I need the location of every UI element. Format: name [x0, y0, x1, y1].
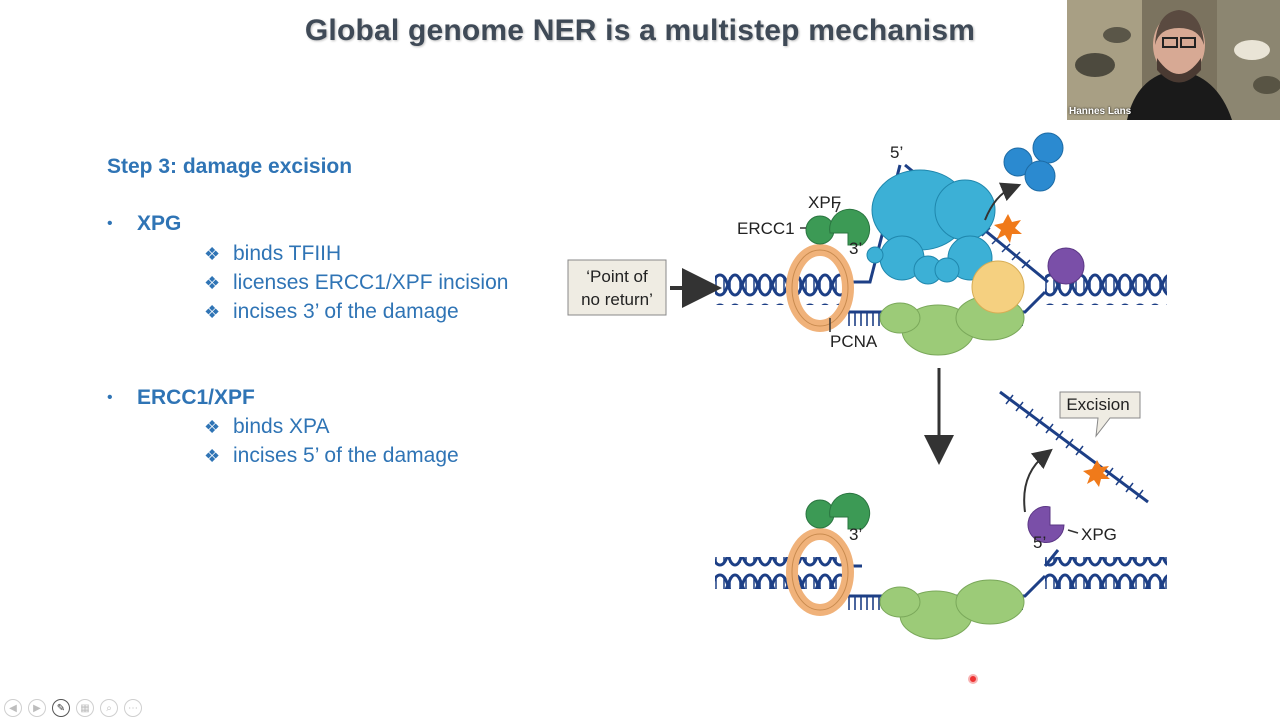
dna-helix-left-bottom [715, 557, 845, 589]
excision-label: Excision [1066, 395, 1129, 414]
pcna-label: PCNA [830, 332, 878, 351]
point-label-line1: ‘Point of [586, 267, 648, 286]
laser-pointer [968, 674, 978, 684]
excised-oligo [999, 390, 1149, 504]
sub-item: ❖binds TFIIH [204, 242, 342, 265]
excision-callout [1059, 391, 1141, 438]
speaker-video[interactable]: Hannes Lans [1067, 0, 1280, 120]
pen-icon[interactable]: ✎ [52, 699, 70, 717]
diamond-star-icon: ❖ [204, 417, 221, 437]
bullet-ercc1-xpf: • ERCC1/XPF [107, 386, 255, 410]
bullet-dot: • [107, 389, 113, 407]
zoom-icon[interactable]: ⌕ [100, 699, 118, 717]
bullet-xpg: • XPG [107, 212, 181, 236]
sub-item: ❖incises 3’ of the damage [204, 300, 459, 323]
xpf-label: XPF [808, 193, 841, 212]
next-slide-icon[interactable]: ▶ [28, 699, 46, 717]
ner-excision-diagram: ‘Point of no return’ 5’ XPF ERCC1 3’ PCN… [567, 132, 1167, 640]
step-heading: Step 3: damage excision [107, 155, 353, 178]
slides-icon[interactable]: ▦ [76, 699, 94, 717]
more-options-icon[interactable]: ⋯ [124, 699, 142, 717]
five-prime-top: 5’ [890, 143, 903, 162]
xpg-protein-bottom [1027, 506, 1065, 544]
damage-star-icon-bottom [1083, 460, 1110, 487]
ercc1-label: ERCC1 [737, 219, 795, 238]
dna-helix-left [715, 273, 845, 305]
sub-item: ❖incises 5’ of the damage [204, 444, 459, 467]
speaker-video-frame [1067, 0, 1280, 120]
xpa-protein [971, 260, 1025, 314]
xpg-label: XPG [1081, 525, 1117, 544]
speaker-name: Hannes Lans [1069, 106, 1132, 117]
diamond-star-icon: ❖ [204, 273, 221, 293]
three-prime-top: 3’ [849, 239, 862, 258]
bullet-dot: • [107, 215, 113, 233]
damage-star-icon [994, 214, 1022, 243]
top-dna-complex [715, 132, 1167, 356]
bottom-dna-complex [715, 390, 1167, 640]
diamond-star-icon: ❖ [204, 302, 221, 322]
sub-item: ❖licenses ERCC1/XPF incision [204, 271, 509, 294]
diamond-star-icon: ❖ [204, 244, 221, 264]
diamond-star-icon: ❖ [204, 446, 221, 466]
three-prime-bottom: 3’ [849, 525, 862, 544]
xpf-protein [829, 208, 871, 246]
slideshow-toolbar: ◀ ▶ ✎ ▦ ⌕ ⋯ [4, 699, 142, 717]
dna-helix-right-bottom [1045, 557, 1167, 589]
slide-title: Global genome NER is a multistep mechani… [304, 14, 976, 47]
xpg-protein [1047, 247, 1085, 285]
sub-item: ❖binds XPA [204, 415, 330, 438]
bullet-label: ERCC1/XPF [137, 386, 255, 409]
bullet-label: XPG [137, 212, 182, 235]
five-prime-bottom: 5’ [1033, 533, 1046, 552]
previous-slide-icon[interactable]: ◀ [4, 699, 22, 717]
point-of-no-return-box [567, 259, 667, 316]
point-label-line2: no return’ [581, 290, 653, 309]
